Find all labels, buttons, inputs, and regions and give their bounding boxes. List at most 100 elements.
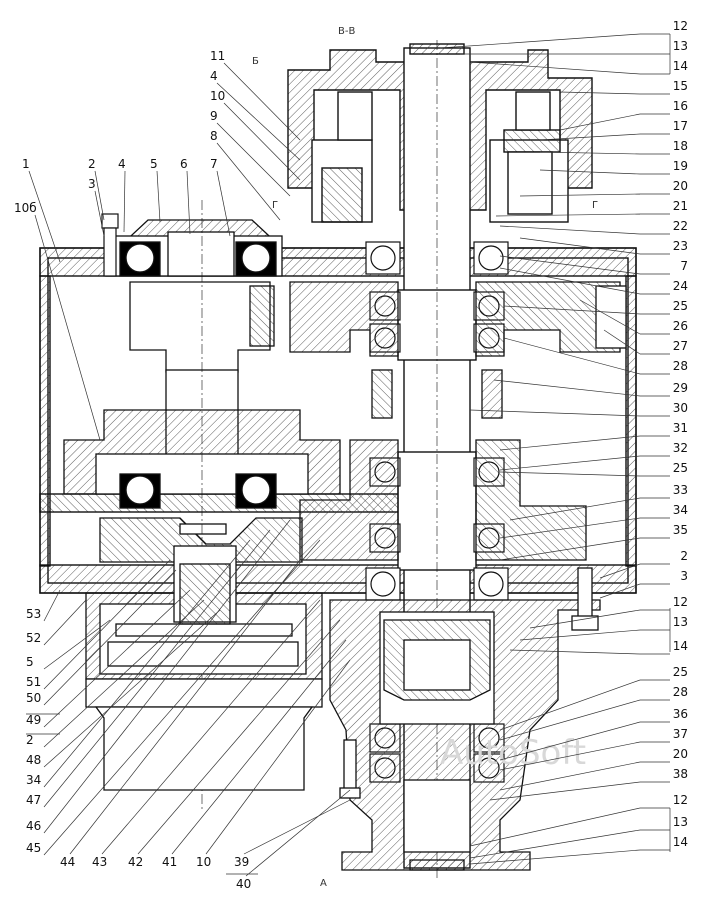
leader-line [469,807,641,847]
callout-right-40: 14 [673,835,688,849]
leader-line [519,237,641,255]
callout-top-13: 10б [14,201,37,215]
leader-line [539,133,641,141]
callout-right-3: 14 [673,59,688,73]
callout-top-9: 5 [150,157,158,171]
callout-right-17: 27 [673,339,688,353]
leader-line [216,82,301,161]
callout-right-4: 15 [673,79,688,93]
leader-line [539,151,641,155]
leader-line [493,379,641,397]
callout-right-10: 21 [673,199,688,213]
callout-left-5: 50 [26,691,41,705]
leader-line [43,589,61,622]
callout-right-22: 32 [673,441,688,455]
leader-line [529,609,641,629]
leader-line [509,649,641,655]
callout-right-18: 28 [673,359,688,373]
callout-top-2: 4 [210,69,218,83]
callout-right-24: 33 [673,483,688,497]
callout-right-9: 20 [673,179,688,193]
leader-line [469,849,641,865]
leader-line [499,699,641,741]
view-mark-cut-right: Г [592,200,598,211]
leader-line [539,169,641,175]
watermark: AutoSoft [440,733,586,773]
callout-left-10: 47 [26,793,41,807]
leader-line [603,329,641,355]
callout-left-9: 34 [26,773,41,787]
leader-line [503,305,641,315]
leader-line [469,61,641,75]
leader-line [499,435,641,451]
callout-right-6: 17 [673,119,688,133]
leader-line [559,91,641,95]
callout-right-2: 13 [673,39,688,53]
callout-right-11: 22 [673,219,688,233]
housing-bolt [101,213,119,277]
leader-line [223,62,301,141]
leader-line [499,267,641,295]
callout-right-27: 2 [680,549,688,563]
callout-left-2: 52 [26,631,41,645]
callout-top-12: 1 [22,157,30,171]
leader-line [43,599,87,646]
callout-right-38: 12 [673,793,688,807]
callout-right-29: 12 [673,595,688,609]
callout-top-1: 11 [210,49,225,63]
leader-line [137,619,341,855]
leader-line [469,829,641,859]
leader-line [489,781,641,801]
leader-line [499,761,641,791]
leader-line [223,102,301,181]
callout-right-23: 25 [673,461,688,475]
leader-line [43,559,171,690]
callout-left-3: 5 [26,655,34,669]
leader-line [94,170,105,221]
callout-right-32: 25 [673,665,688,679]
callout-right-28: 3 [680,569,688,583]
callout-labels: 1213141516171819202122237242526272829303… [14,19,688,891]
leader-line [205,659,351,855]
callout-top-6: 2 [88,157,96,171]
leader-line [579,299,641,335]
callout-top-3: 10 [210,89,225,103]
leader-line [499,741,641,771]
leader-line [499,537,641,561]
callout-right-37: 38 [673,767,688,781]
callout-left-4: 51 [26,675,41,689]
callout-bottom-5: 10 [196,855,211,869]
leader-line [499,455,641,471]
callout-top-7: 3 [88,177,96,191]
callout-bottom-7: 40 [236,877,251,891]
lower-output-housing [329,567,601,871]
leader-line [503,337,641,375]
callout-bottom-3: 42 [128,855,143,869]
leader-line [469,409,641,417]
callout-right-39: 13 [673,815,688,829]
callout-top-10: 6 [180,157,188,171]
leader-line [43,569,177,706]
leader-line [519,193,641,197]
callout-left-11: 46 [26,819,41,833]
callout-top-4: 9 [210,109,218,123]
callout-right-16: 26 [673,319,688,333]
callout-right-33: 28 [673,685,688,699]
leader-line [599,563,641,579]
leader-line [559,113,641,131]
callout-right-15: 25 [673,299,688,313]
leader-line [43,539,321,856]
callout-right-31: 14 [673,639,688,653]
leader-line [43,529,271,808]
leader-line [439,33,641,49]
view-mark-bottom: А [320,878,327,889]
callout-right-14: 24 [673,279,688,293]
callout-top-11: 7 [210,157,218,171]
callout-right-8: 19 [673,159,688,173]
callout-right-13: 7 [680,259,688,273]
callout-right-25: 34 [673,503,688,517]
callout-left-7: 2 [26,733,34,747]
leader-line [123,170,126,233]
callout-right-5: 16 [673,99,688,113]
